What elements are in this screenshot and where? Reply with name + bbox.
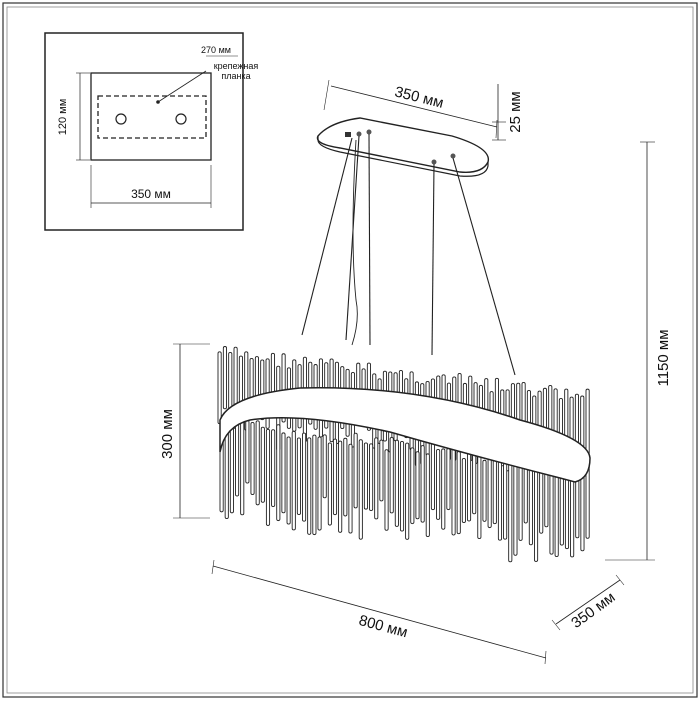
crystal-rod [281, 432, 286, 514]
leader-dot [156, 100, 160, 104]
length-label: 800 мм [357, 612, 410, 641]
crystal-rod [374, 437, 379, 520]
crystal-rod [286, 436, 291, 525]
crystal-rod [580, 467, 585, 552]
crystal-rod [338, 440, 343, 533]
crystal-rod [255, 420, 260, 506]
inner-border [6, 6, 694, 694]
crystal-rod [472, 452, 477, 515]
mounting-bracket-outline [97, 95, 207, 139]
crystal-rod [217, 351, 222, 425]
crystal-rod [271, 429, 276, 508]
crystal-rod [430, 442, 436, 511]
crystal-rod [332, 438, 338, 516]
crystal-rod [312, 434, 317, 536]
crystal-rod [302, 432, 307, 522]
canopy-height-dimension: 25 мм [492, 84, 524, 141]
crystal-rod [394, 439, 399, 527]
crystal-rod [363, 442, 368, 510]
bracket-leader-line [157, 70, 207, 103]
crystal-rod [425, 453, 430, 538]
crystal-rod [420, 445, 425, 523]
crystal-rod [410, 447, 415, 525]
total-height-label: 1150 мм [655, 329, 672, 386]
crystal-rod [456, 451, 461, 535]
crystal-rod [379, 439, 384, 502]
crystal-rod [260, 426, 265, 503]
crystal-rod [503, 453, 508, 540]
body-height-label: 300 мм [159, 409, 176, 459]
bracket-name-line2: планка [221, 71, 250, 81]
crystal-rod [508, 463, 513, 563]
crystal-rod [497, 460, 503, 541]
total-height-dimension: 1150 мм [605, 141, 672, 561]
crystal-rod [235, 421, 240, 497]
crystal-rod [518, 463, 523, 541]
crystal-rod [451, 444, 456, 536]
inset-height-label: 120 мм [57, 99, 69, 136]
crystal-rod [353, 432, 358, 509]
crystal-rod [492, 453, 497, 525]
crystal-rod [229, 426, 234, 514]
crystal-rod [482, 459, 487, 522]
crystal-rod [441, 448, 446, 530]
crystal-rod [240, 419, 245, 516]
crystal-rod [327, 442, 332, 526]
crystal-rod [477, 449, 482, 540]
ceiling-canopy [316, 117, 490, 177]
crystal-rod [276, 424, 281, 522]
decorative-ring [219, 387, 591, 483]
crystal-rod [487, 456, 492, 529]
body-height-dimension: 300 мм [159, 343, 210, 519]
crystal-rod [436, 448, 441, 520]
crystal-rod [466, 451, 472, 522]
crystal-rod [358, 439, 363, 540]
crystal-rod [317, 436, 322, 531]
crystal-rod [222, 346, 227, 410]
mounting-inset: 270 мм крепежная планка 120 мм 350 мм [44, 32, 259, 231]
bracket-width-label: 270 мм [201, 45, 231, 55]
crystal-rod [513, 457, 518, 556]
crystal-rod [343, 437, 348, 517]
mounting-hole-left [115, 113, 127, 125]
crystal-rod [461, 457, 466, 524]
crystal-rod [296, 437, 301, 515]
crystal-rod [389, 436, 394, 514]
crystal-rod [322, 434, 327, 499]
depth-dimension: 350 мм [551, 574, 625, 632]
crystal-rod [384, 449, 389, 531]
mounting-hole-right [175, 113, 187, 125]
canopy-top-view [90, 72, 212, 161]
crystal-rod [348, 443, 353, 534]
crystal-rod [549, 468, 554, 555]
crystal-rod [291, 430, 296, 531]
crystal-rod [415, 451, 420, 520]
crystal-rod [554, 467, 559, 558]
crystal-rod [534, 462, 539, 562]
inset-width-label: 350 мм [131, 187, 171, 201]
crystal-rod [405, 442, 410, 540]
crystal-rod [570, 472, 575, 558]
crystal-rod [245, 419, 250, 484]
crystal-rod [399, 440, 405, 532]
crystal-rod [446, 448, 451, 511]
chandelier-body [217, 346, 591, 563]
crystal-rod [265, 428, 271, 526]
crystal-rod [250, 421, 255, 496]
bracket-name-line1: крепежная [214, 61, 259, 71]
length-dimension: 800 мм [211, 559, 547, 665]
canopy-height-label: 25 мм [507, 91, 524, 132]
suspension-cables [301, 133, 516, 376]
crystal-rod [369, 443, 374, 512]
crystal-rod [307, 437, 312, 535]
